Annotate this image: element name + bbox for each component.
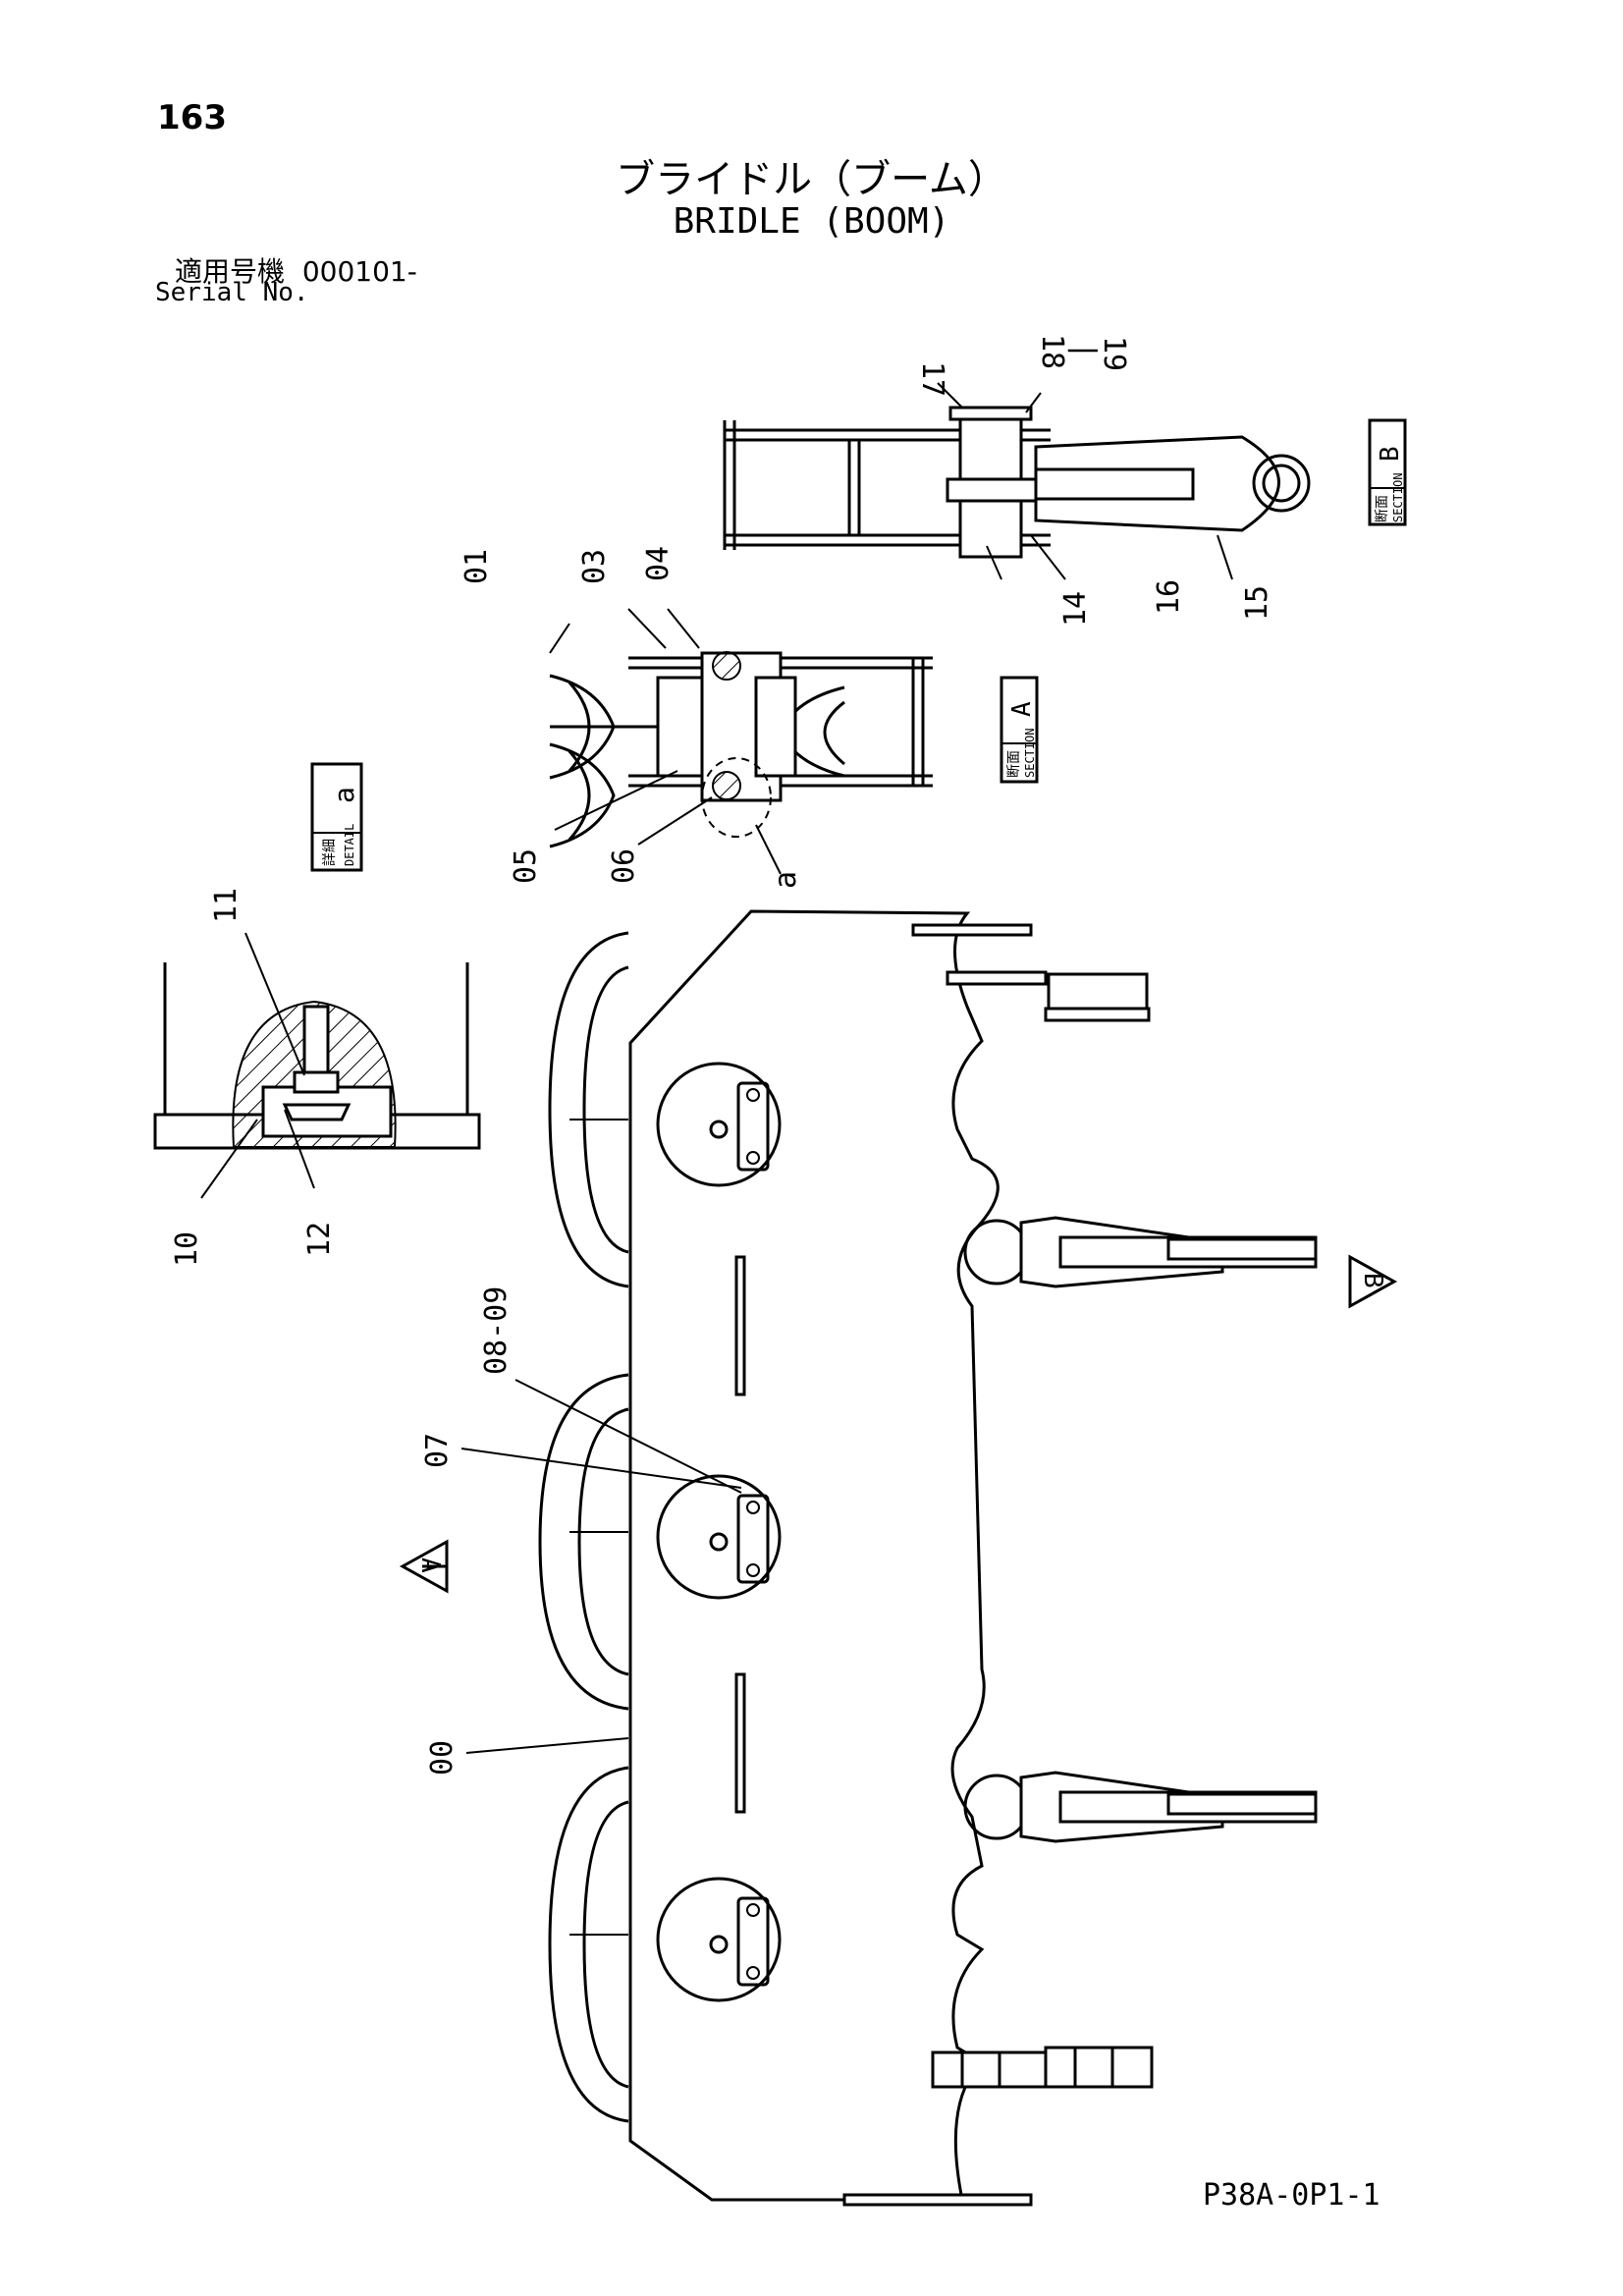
callout-19: 19 (1097, 336, 1131, 371)
section-a-view (549, 651, 933, 848)
serial-label-en: Serial No. (155, 278, 309, 307)
callout-05: 05 (509, 848, 543, 884)
callout-00: 00 (425, 1740, 460, 1776)
callout-17: 17 (915, 361, 949, 397)
section-b-tag: 断面 SECTION B (1368, 418, 1407, 526)
callout-14: 14 (1058, 591, 1093, 627)
callout-10: 10 (170, 1231, 204, 1267)
callout-16: 16 (1152, 579, 1186, 615)
section-a-tag-letter: A (1007, 701, 1037, 717)
section-a-tag: 断面 SECTION A (1000, 676, 1039, 784)
leader-lines (200, 382, 1233, 1754)
page-title-jp: ブライドル（ブーム） (616, 157, 1007, 202)
view-arrow-a: A (399, 1539, 449, 1594)
serial-value: 000101- (301, 255, 417, 288)
view-arrow-b-letter: B (1358, 1273, 1387, 1288)
detail-a-view (153, 962, 481, 1150)
serial-label-jp-text: 適用号機 (175, 255, 286, 288)
section-a-tag-jp: 断面 (1006, 750, 1022, 778)
callout-01: 01 (460, 549, 494, 584)
section-b-tag-jp: 断面 (1375, 495, 1390, 522)
detail-a-tag-letter: a (328, 787, 360, 803)
drawing-code: P38A-0P1-1 (1203, 2178, 1380, 2213)
callout-18: 18 (1035, 334, 1069, 369)
callout-15: 15 (1240, 585, 1274, 621)
callout-labels: 17 18 | 19 14 16 15 01 03 04 05 06 a 11 … (170, 334, 1274, 1776)
view-arrow-b: B (1348, 1254, 1398, 1309)
section-b-view (723, 406, 1311, 559)
page-number: 163 (157, 98, 227, 137)
callout-07: 07 (420, 1433, 455, 1468)
callout-03: 03 (577, 549, 612, 584)
section-a-tag-en: SECTION (1023, 728, 1037, 778)
callout-08-09: 08-09 (479, 1286, 514, 1375)
detail-a-tag: 詳細 DETAIL a (310, 762, 363, 872)
view-arrow-a-letter: A (415, 1558, 445, 1573)
callout-detail-ref: a (769, 871, 803, 889)
bridle-main-view (538, 909, 1318, 2207)
callout-18-19-sep: | (1067, 342, 1102, 359)
serial-label-jp: 適用号機 000101- (175, 250, 417, 290)
section-b-tag-letter: B (1376, 446, 1405, 462)
callout-11: 11 (209, 888, 243, 923)
detail-a-tag-jp: 詳細 (322, 839, 338, 866)
callout-04: 04 (641, 546, 676, 581)
section-b-tag-en: SECTION (1391, 472, 1405, 522)
detail-a-tag-en: DETAIL (343, 824, 356, 866)
callout-12: 12 (302, 1222, 337, 1257)
page-title-en: BRIDLE (BOOM) (673, 201, 950, 242)
callout-06: 06 (607, 848, 641, 884)
